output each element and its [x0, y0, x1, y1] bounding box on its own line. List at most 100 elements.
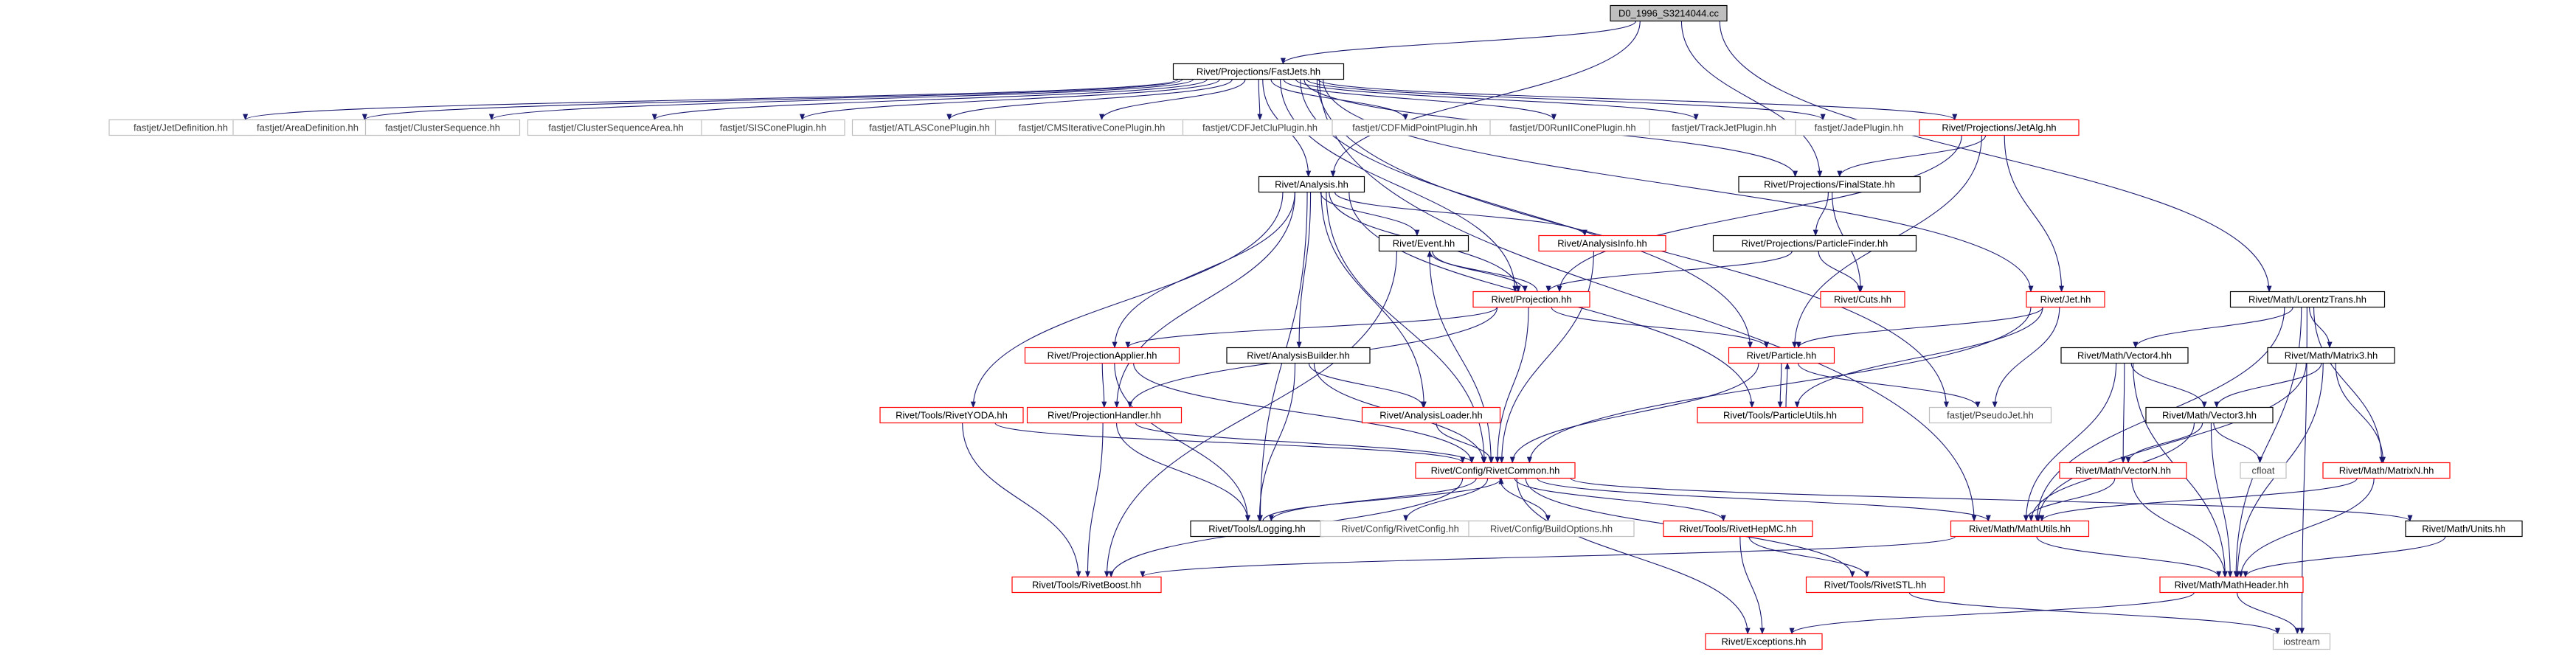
node-box — [2322, 462, 2451, 479]
node-jetalg[interactable]: Rivet/Projections/JetAlg.hh — [1919, 119, 2080, 136]
node-buildoptions[interactable]: Rivet/Config/BuildOptions.hh — [1468, 520, 1635, 538]
node-particlefinder[interactable]: Rivet/Projections/ParticleFinder.hh — [1712, 234, 1917, 252]
node-label: cfloat — [2251, 465, 2274, 476]
node-fj-jetdef[interactable]: fastjet/JetDefinition.hh — [108, 119, 253, 136]
edge-particle-to-pseudojet — [1798, 363, 1981, 409]
edge-lorentztrans-to-vector4 — [2133, 307, 2293, 349]
edge-lorentztrans-to-iostream — [2299, 307, 2307, 635]
node-box — [1378, 234, 1469, 252]
node-label: Rivet/Math/Matrix3.hh — [2285, 350, 2378, 361]
node-projection[interactable]: Rivet/Projection.hh — [1472, 291, 1590, 308]
edge-root-to-fastjets — [1280, 21, 1637, 65]
node-label: Rivet/Exceptions.hh — [1722, 636, 1807, 647]
edge-analysis-to-rivetyoda — [970, 192, 1284, 409]
node-label: fastjet/CDFJetCluPlugin.hh — [1202, 122, 1318, 133]
node-mathutils[interactable]: Rivet/Math/MathUtils.hh — [1950, 520, 2090, 538]
node-rivetcommon[interactable]: Rivet/Config/RivetCommon.hh — [1415, 462, 1576, 479]
node-jet[interactable]: Rivet/Jet.hh — [2026, 291, 2105, 308]
edge-fastjets-to-fj-jetdef — [243, 79, 1179, 121]
edge-mathutils-to-mathheader — [2036, 536, 2222, 578]
node-fj-jade[interactable]: fastjet/JadePlugin.hh — [1795, 119, 1923, 136]
node-fj-atlascone[interactable]: fastjet/ATLASConePlugin.hh — [851, 119, 1008, 136]
edge-jetalg-to-jet — [2004, 135, 2065, 293]
edge-particle-to-rivetcommon — [1509, 363, 1759, 464]
node-vector3[interactable]: Rivet/Math/Vector3.hh — [2145, 406, 2274, 424]
node-box — [1172, 63, 1345, 80]
node-label: Rivet/Math/MatrixN.hh — [2339, 465, 2434, 476]
edge-jet-to-particleutils — [1794, 307, 2043, 409]
node-rivethepmc[interactable]: Rivet/Tools/RivetHepMC.hh — [1663, 520, 1813, 538]
node-box — [2405, 520, 2523, 538]
node-label: Rivet/Math/MathHeader.hh — [2175, 580, 2289, 591]
node-matrixn[interactable]: Rivet/Math/MatrixN.hh — [2322, 462, 2451, 479]
edge-mathheader-to-exceptions — [1789, 592, 2195, 635]
edge-fastjets-to-fj-siscone — [800, 79, 1220, 121]
node-analysis[interactable]: Rivet/Analysis.hh — [1258, 175, 1365, 193]
edge-root-to-lorentztrans — [1719, 21, 2272, 293]
node-fj-cdfmid[interactable]: fastjet/CDFMidPointPlugin.hh — [1332, 119, 1498, 136]
edge-projhandler-to-logging — [1116, 423, 1251, 522]
node-cuts[interactable]: Rivet/Cuts.hh — [1820, 291, 1905, 308]
node-rivetyoda[interactable]: Rivet/Tools/RivetYODA.hh — [879, 406, 1024, 424]
node-logging[interactable]: Rivet/Tools/Logging.hh — [1190, 520, 1324, 538]
edge-logging-to-rivetcommon — [1262, 477, 1504, 521]
node-label: Rivet/Tools/RivetYODA.hh — [896, 410, 1008, 421]
node-exceptions[interactable]: Rivet/Exceptions.hh — [1705, 633, 1823, 650]
node-event[interactable]: Rivet/Event.hh — [1378, 234, 1469, 252]
edge-vector3-to-vectorn — [2125, 423, 2203, 464]
node-mathheader[interactable]: Rivet/Math/MathHeader.hh — [2159, 576, 2304, 594]
node-fj-d0run2[interactable]: fastjet/D0RunIIConePlugin.hh — [1489, 119, 1656, 136]
node-rivetstl[interactable]: Rivet/Tools/RivetSTL.hh — [1805, 576, 1945, 594]
node-finalstate[interactable]: Rivet/Projections/FinalState.hh — [1738, 175, 1921, 193]
node-label: Rivet/Jet.hh — [2040, 294, 2091, 305]
node-fj-cmsiter[interactable]: fastjet/CMSIterativeConePlugin.hh — [994, 119, 1189, 136]
edge-lorentztrans-to-matrixn — [2313, 307, 2385, 464]
node-fj-areadef[interactable]: fastjet/AreaDefinition.hh — [232, 119, 383, 136]
node-particle[interactable]: Rivet/Particle.hh — [1728, 347, 1835, 364]
node-fastjets[interactable]: Rivet/Projections/FastJets.hh — [1172, 63, 1345, 80]
node-projhandler[interactable]: Rivet/ProjectionHandler.hh — [1026, 406, 1183, 424]
node-cfloat[interactable]: cfloat — [2240, 462, 2287, 479]
node-fj-clseq[interactable]: fastjet/ClusterSequence.hh — [364, 119, 521, 136]
edge-jet-to-rivetcommon — [1526, 307, 2032, 464]
node-particleutils[interactable]: Rivet/Tools/ParticleUtils.hh — [1697, 406, 1863, 424]
node-analysisbuilder[interactable]: Rivet/AnalysisBuilder.hh — [1226, 347, 1371, 364]
edge-fastjets-to-fj-atlascone — [946, 79, 1233, 121]
node-fj-cdfjetclu[interactable]: fastjet/CDFJetCluPlugin.hh — [1182, 119, 1338, 136]
node-iostream[interactable]: iostream — [2272, 633, 2331, 650]
node-fj-clseqarea[interactable]: fastjet/ClusterSequenceArea.hh — [527, 119, 705, 136]
edge-projapplier-to-projhandler — [1101, 363, 1107, 409]
node-analysisinfo[interactable]: Rivet/AnalysisInfo.hh — [1538, 234, 1666, 252]
node-box — [2145, 406, 2274, 424]
edge-rivetcommon-to-rivethepmc — [1514, 478, 1726, 522]
node-matrix3[interactable]: Rivet/Math/Matrix3.hh — [2267, 347, 2395, 364]
node-box — [2159, 576, 2304, 594]
node-analysisloader[interactable]: Rivet/AnalysisLoader.hh — [1361, 406, 1501, 424]
edge-projapplier-to-rivetcommon — [1133, 363, 1475, 464]
node-label: fastjet/ClusterSequenceArea.hh — [548, 122, 684, 133]
node-label: fastjet/CDFMidPointPlugin.hh — [1352, 122, 1478, 133]
edge-vector3-to-mathheader — [2210, 423, 2233, 578]
node-fj-siscone[interactable]: fastjet/SISConePlugin.hh — [701, 119, 845, 136]
node-box — [1928, 406, 2052, 424]
edge-rivetcommon-to-units — [1570, 478, 2413, 522]
node-fj-trackjet[interactable]: fastjet/TrackJetPlugin.hh — [1649, 119, 1799, 136]
node-units[interactable]: Rivet/Math/Units.hh — [2405, 520, 2523, 538]
node-label: Rivet/Config/RivetConfig.hh — [1341, 524, 1459, 535]
node-rivetboost[interactable]: Rivet/Tools/RivetBoost.hh — [1011, 576, 1162, 594]
node-vectorn[interactable]: Rivet/Math/VectorN.hh — [2059, 462, 2187, 479]
node-lorentztrans[interactable]: Rivet/Math/LorentzTrans.hh — [2229, 291, 2386, 308]
edge-jetalg-to-projection — [1557, 135, 1962, 293]
node-label: fastjet/CMSIterativeConePlugin.hh — [1019, 122, 1166, 133]
node-pseudojet[interactable]: fastjet/PseudoJet.hh — [1928, 406, 2052, 424]
node-label: Rivet/Math/Vector4.hh — [2077, 350, 2172, 361]
edge-fastjets-to-fj-areadef — [362, 79, 1183, 121]
node-projapplier[interactable]: Rivet/ProjectionApplier.hh — [1024, 347, 1180, 364]
node-box — [1258, 175, 1365, 193]
node-rivetconfig[interactable]: Rivet/Config/RivetConfig.hh — [1320, 520, 1481, 538]
edge-rivetstl-to-iostream — [1908, 592, 2280, 635]
edge-projection-to-projapplier — [1125, 307, 1498, 349]
edge-fastjets-to-projection — [1280, 79, 1518, 293]
node-vector4[interactable]: Rivet/Math/Vector4.hh — [2060, 347, 2189, 364]
edge-matrix3-to-vector3 — [2214, 363, 2322, 409]
